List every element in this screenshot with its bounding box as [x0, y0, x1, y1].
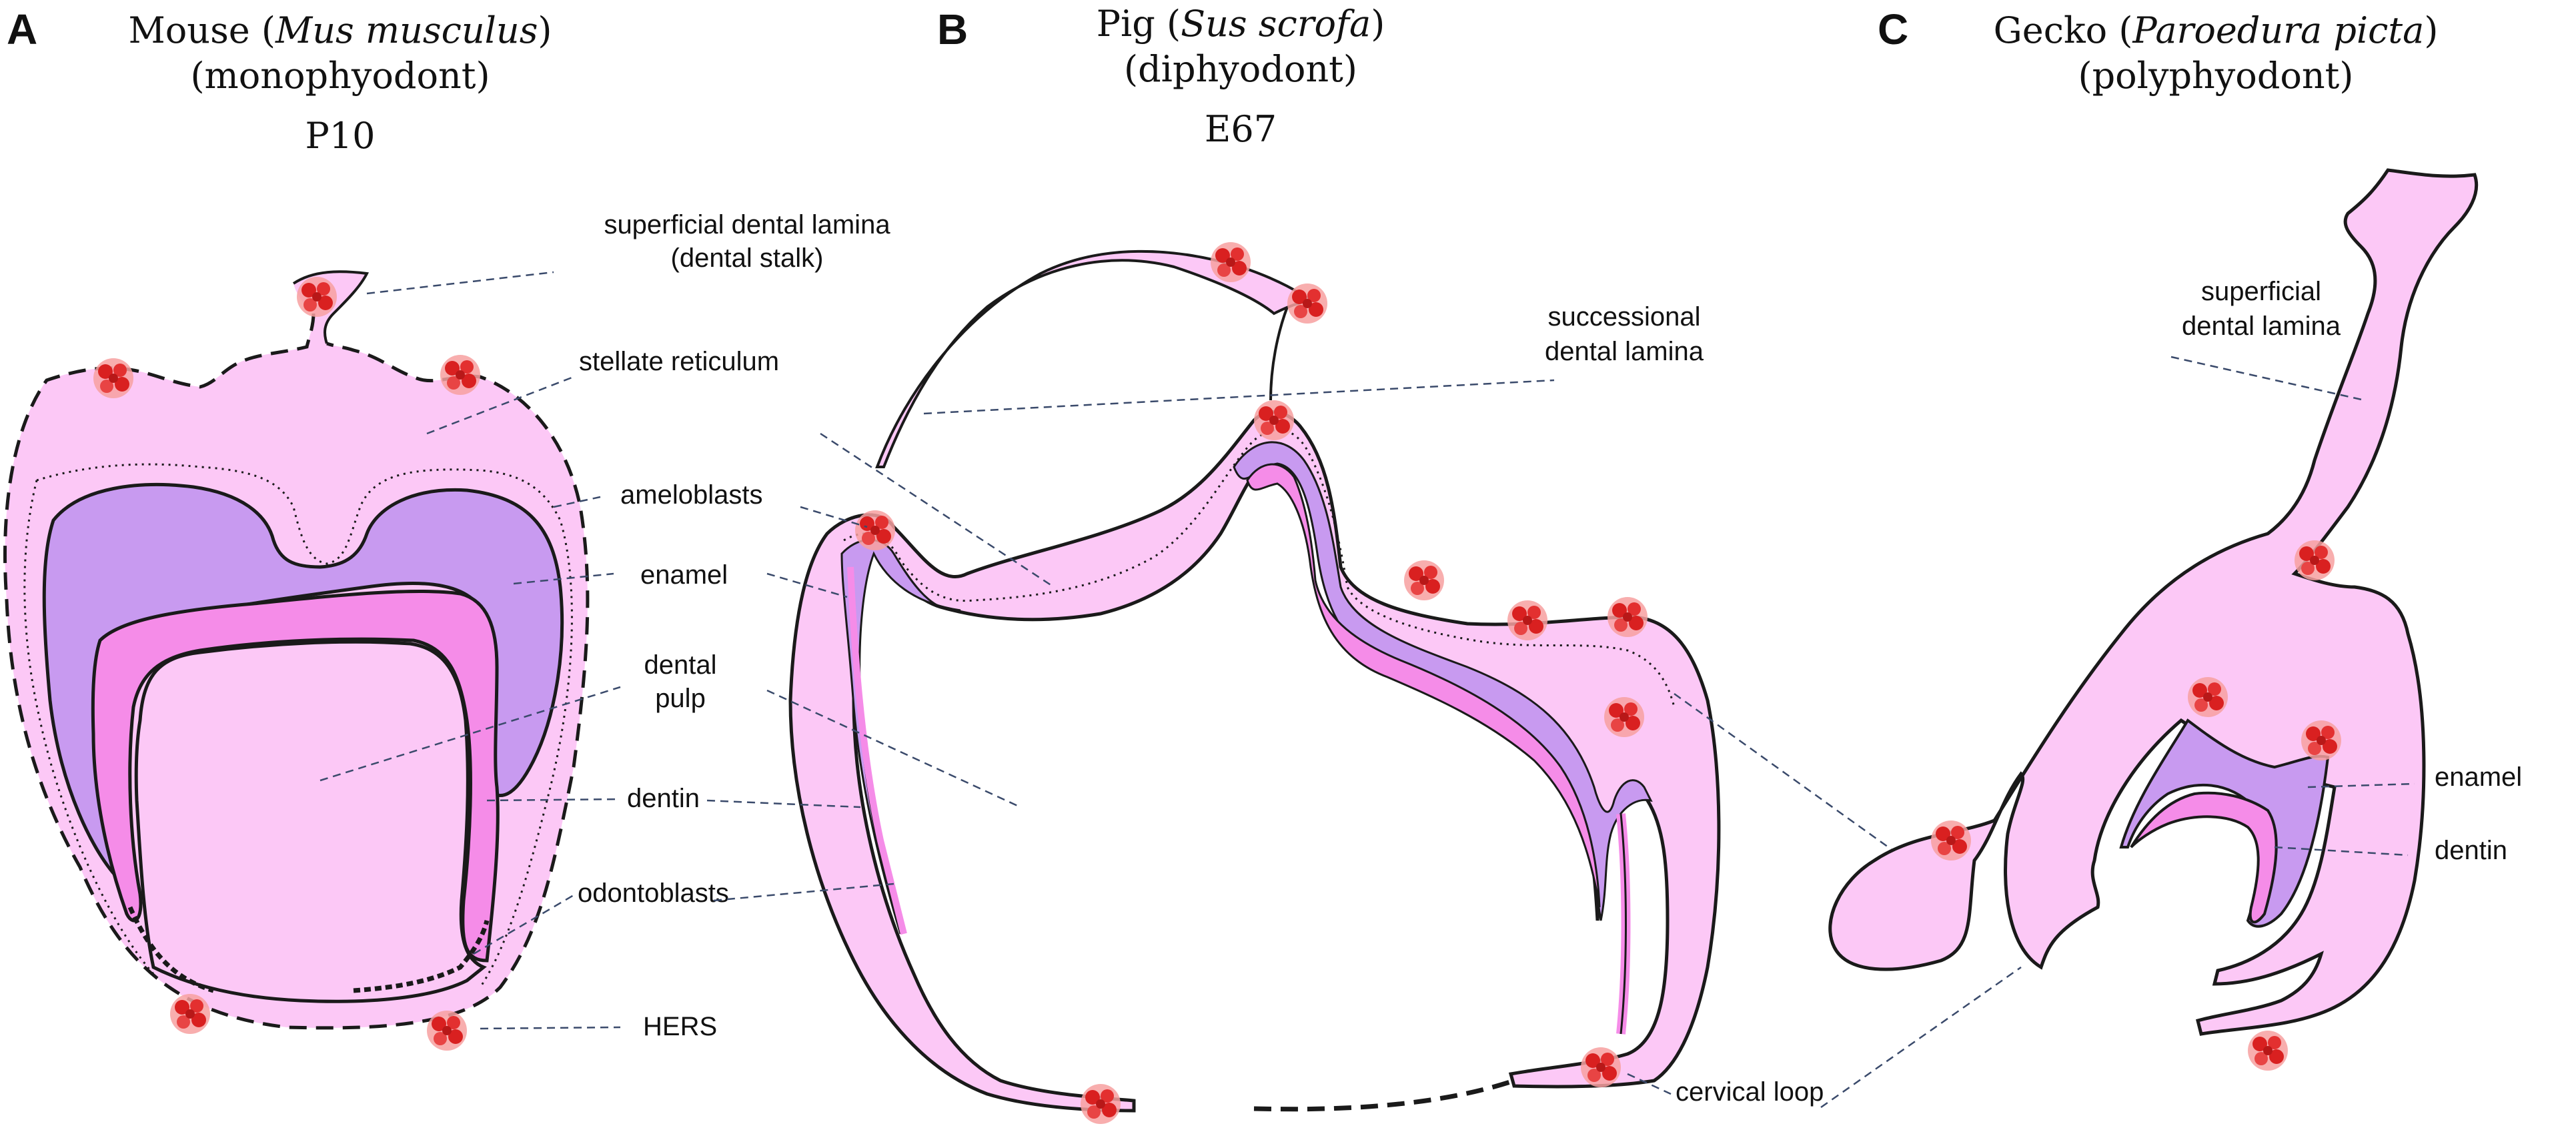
label-dentin-a: dentin [627, 784, 700, 813]
panel-letter-b: B [937, 5, 968, 53]
label-pulp: pulp [655, 684, 706, 713]
cell-b-6 [1507, 600, 1547, 640]
cell-b-4 [855, 510, 895, 550]
label-superficial-dental-lamina: superficial dental lamina [604, 210, 890, 239]
label-dental: dental [644, 650, 717, 680]
panel-b-title: Pig (Sus scrofa) [1097, 3, 1385, 45]
cell-a-1 [93, 358, 133, 398]
panel-letter-c: C [1878, 5, 1908, 53]
cell-c-2 [2188, 677, 2228, 717]
panel-letter-a: A [7, 5, 37, 53]
label-ameloblasts: ameloblasts [620, 480, 762, 510]
cell-b-3 [1254, 400, 1294, 440]
label-hers: HERS [643, 1012, 717, 1041]
cell-a-2 [440, 355, 480, 395]
pig-dentin [1246, 463, 1601, 908]
cell-c-3 [2301, 720, 2341, 760]
cell-c-5 [2248, 1031, 2288, 1071]
panel-b-stage: E67 [1205, 108, 1277, 150]
mouse-dentin [91, 589, 500, 963]
panel-a-stage: P10 [305, 115, 375, 157]
cell-c-4 [1931, 820, 1971, 861]
label-successional-dental-lamina: dental lamina [1545, 337, 1704, 366]
panel-a: A Mouse (Mus musculus) (monophyodont) P1… [3, 5, 890, 1051]
panel-c: C Gecko (Paroedura picta) (polyphyodont)… [1820, 5, 2522, 1109]
panel-a-title: Mouse (Mus musculus) [129, 9, 552, 51]
mouse-dotted-line [36, 463, 573, 988]
label-stellate-reticulum: stellate reticulum [579, 347, 779, 376]
gecko-tooth-body [1828, 168, 2479, 1036]
panel-a-subtitle: (monophyodont) [190, 55, 490, 97]
label-superficial-c: superficial [2201, 277, 2321, 306]
mouse-outer-border [3, 313, 590, 1030]
label-successional: successional [1547, 302, 1700, 332]
gecko-dentin [2130, 791, 2278, 924]
cell-b-5 [1404, 560, 1444, 600]
cell-b-7 [1607, 597, 1648, 637]
gecko-enamel [2119, 718, 2330, 928]
label-dental-stalk: (dental stalk) [671, 243, 824, 273]
cell-a-4 [427, 1011, 467, 1051]
label-enamel-c: enamel [2435, 762, 2522, 792]
cell-b-1 [1211, 242, 1251, 282]
label-cervical-loop: cervical loop [1676, 1077, 1824, 1107]
cell-b-10 [1081, 1084, 1121, 1124]
cell-a-stalk [297, 277, 337, 317]
mouse-pulp [134, 640, 487, 1003]
label-enamel-a: enamel [640, 560, 728, 590]
cell-a-3 [170, 994, 210, 1034]
label-dental-lamina-c: dental lamina [2182, 312, 2341, 341]
panel-b: B Pig (Sus scrofa) (diphyodont) E67 [706, 3, 1898, 1124]
cell-b-9 [1581, 1047, 1621, 1087]
panel-c-title: Gecko (Paroedura picta) [1994, 9, 2439, 51]
label-dentin-c: dentin [2435, 836, 2507, 865]
cell-c-1 [2295, 540, 2335, 580]
label-odontoblasts: odontoblasts [578, 879, 729, 908]
panel-c-subtitle: (polyphyodont) [2078, 55, 2354, 97]
panel-b-subtitle: (diphyodont) [1124, 48, 1357, 90]
cell-b-8 [1604, 697, 1644, 737]
cell-b-2 [1287, 284, 1327, 324]
